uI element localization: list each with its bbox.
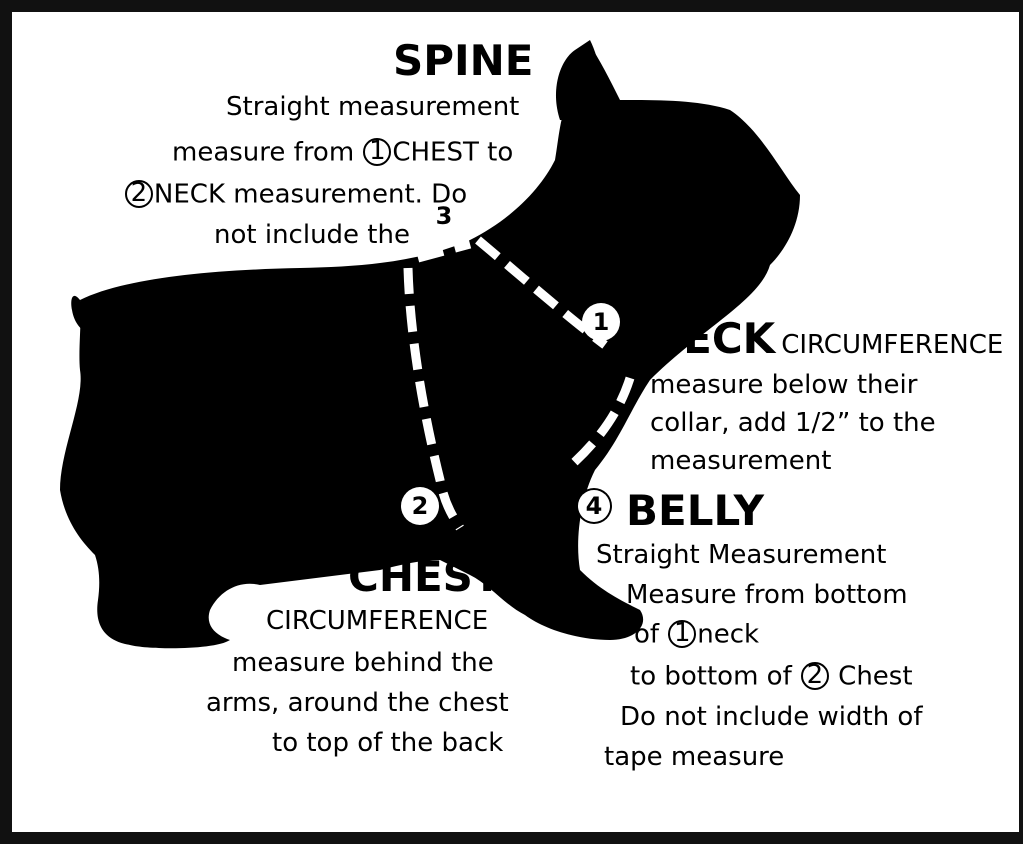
number-circle: 2 — [801, 662, 829, 690]
belly-line-4-post: Chest — [830, 661, 913, 691]
dog-ear — [556, 40, 602, 120]
neck-line-3: measurement — [650, 448, 831, 474]
neck-line-1: measure below their — [650, 372, 917, 398]
spine-line-2-text: measure from — [172, 137, 362, 167]
belly-line-4: to bottom of 2 Chest — [630, 662, 913, 690]
badge-belly: 4 — [578, 490, 610, 522]
belly-title: BELLY — [626, 490, 764, 532]
chest-line-4: to top of the back — [272, 730, 503, 756]
belly-line-4-text: to bottom of — [630, 661, 800, 691]
chest-line-2: measure behind the — [232, 650, 494, 676]
chest-line-1: CIRCUMFERENCE — [266, 608, 488, 634]
badge-neck: 1 — [585, 306, 617, 338]
belly-line-5: Do not include width of — [620, 704, 923, 730]
number-circle: 1 — [363, 138, 391, 166]
neck-line-2: collar, add 1/2” to the — [650, 410, 936, 436]
badge-chest: 2 — [404, 490, 436, 522]
spine-line-1: Straight measurement — [226, 94, 519, 120]
belly-line-3-post: neck — [697, 619, 759, 649]
chest-line-3: arms, around the chest — [206, 690, 509, 716]
spine-title: SPINE — [393, 40, 534, 82]
belly-line-1: Straight Measurement — [596, 542, 886, 568]
spine-line-4: not include the — [214, 222, 410, 248]
belly-line-6: tape measure — [604, 744, 784, 770]
number-circle: 2 — [125, 180, 153, 208]
neck-title: NECK — [648, 314, 775, 363]
neck-title-suffix: CIRCUMFERENCE — [781, 330, 1003, 360]
spine-line-2-post: CHEST to — [392, 137, 513, 167]
belly-line-3-text: of — [634, 619, 667, 649]
chest-title: CHEST — [348, 556, 502, 598]
number-circle: 1 — [668, 620, 696, 648]
spine-line-3-text: NECK measurement. Do — [154, 179, 467, 209]
belly-line-2: Measure from bottom — [626, 582, 908, 608]
